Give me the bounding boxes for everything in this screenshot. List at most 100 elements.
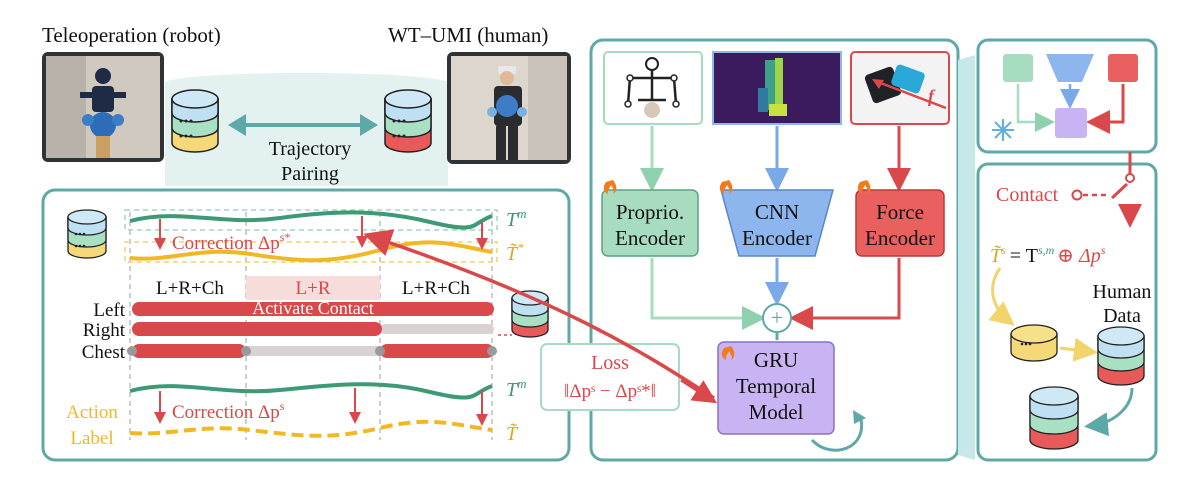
human-data-db-icon bbox=[1097, 326, 1145, 386]
right-contact-bar bbox=[132, 322, 382, 336]
sum-symbol: + bbox=[771, 305, 783, 330]
cnn-trainable-flame-icon bbox=[719, 180, 733, 194]
left-contact-bar bbox=[132, 302, 494, 316]
augmentation-panel bbox=[976, 162, 1158, 462]
force-trainable-flame-icon bbox=[857, 180, 871, 194]
right-label: Right bbox=[83, 320, 126, 341]
loss-to-gru-arrow bbox=[680, 378, 718, 404]
bottom-green-trajectory bbox=[129, 382, 493, 400]
phase-lr: L+R bbox=[296, 278, 331, 299]
eq-to-db-arrow bbox=[988, 267, 1015, 326]
chest-node-4 bbox=[487, 346, 497, 356]
loss-title: Loss bbox=[591, 352, 629, 374]
human-to-merged-arrow bbox=[1084, 387, 1134, 437]
gru-trainable-flame-icon bbox=[721, 346, 735, 360]
mini-green-arrow bbox=[1016, 84, 1055, 132]
gru-line3: Model bbox=[749, 400, 804, 424]
human-data-label-1: Human bbox=[1093, 281, 1152, 303]
pairing-double-arrow bbox=[228, 114, 378, 136]
correction-bottom-label: Correction Δps bbox=[172, 399, 285, 423]
chest-contact-bar-2 bbox=[380, 344, 494, 358]
mini-proprio-block bbox=[1003, 54, 1033, 82]
loss-box: Loss ‖Δpˢ − Δpˢ*‖ bbox=[540, 343, 680, 411]
pairing-label-2: Pairing bbox=[281, 163, 339, 185]
database-human-icon bbox=[384, 89, 432, 153]
chest-node-1 bbox=[127, 346, 137, 356]
proprio-image bbox=[603, 51, 703, 125]
trajectory-panel bbox=[41, 188, 571, 462]
frozen-policy-panel bbox=[976, 38, 1158, 154]
switch-lever bbox=[1110, 182, 1129, 200]
bottom-yellow-label: T̃ bbox=[506, 422, 519, 445]
top-yellow-trajectory bbox=[129, 240, 493, 263]
top-correction-arrows bbox=[154, 216, 488, 250]
cnn-encoder-line1: CNN bbox=[755, 200, 799, 224]
proprio-encoder-line1: Proprio. bbox=[616, 200, 684, 224]
gru-line2: Temporal bbox=[736, 374, 816, 398]
cnn-encoder: CNN Encoder bbox=[719, 180, 834, 257]
human-photo bbox=[447, 52, 571, 164]
force-symbol: f bbox=[928, 86, 936, 106]
gru-recurrence-head bbox=[853, 410, 866, 424]
sum-node bbox=[762, 303, 792, 333]
panel-connector bbox=[958, 55, 975, 460]
mini-gru-block bbox=[1055, 108, 1087, 138]
mini-red-arrow bbox=[1086, 84, 1125, 134]
bottom-correction-arrows bbox=[154, 388, 488, 426]
pairing-backdrop bbox=[165, 73, 448, 186]
phase-lrch-1: L+R+Ch bbox=[156, 278, 224, 299]
mini-cnn-block bbox=[1046, 54, 1094, 82]
tactile-heatmap-image bbox=[712, 51, 842, 125]
bottom-yellow-trajectory bbox=[129, 419, 493, 438]
proprio-trainable-flame-icon bbox=[603, 180, 617, 194]
robot-photo bbox=[42, 52, 164, 162]
gru-line1: GRU bbox=[754, 348, 798, 372]
phase-lr-band bbox=[246, 276, 380, 300]
chest-node-2 bbox=[241, 346, 251, 356]
action-label-1: Action bbox=[66, 402, 118, 423]
cnn-encoder-line2: Encoder bbox=[742, 226, 812, 250]
database-contact-icon bbox=[511, 290, 549, 338]
force-sensor-image: f bbox=[850, 51, 950, 125]
db-to-human-arrow bbox=[1059, 337, 1098, 362]
top-green-trajectory bbox=[129, 210, 493, 230]
teleop-title: Teleoperation (robot) bbox=[42, 23, 221, 47]
chest-contact-bar-1 bbox=[132, 344, 246, 358]
frozen-snowflake-icon bbox=[992, 119, 1014, 141]
pairing-label-1: Trajectory bbox=[269, 138, 352, 160]
database-panel-icon bbox=[67, 209, 107, 259]
gru-recurrence-arrow bbox=[810, 414, 864, 452]
correction-top-label: Correction Δps* bbox=[172, 230, 290, 254]
chest-inactive-bar bbox=[246, 346, 380, 356]
supervision-arrow bbox=[363, 229, 715, 400]
proprio-to-sum-arrow bbox=[650, 258, 766, 330]
proprio-encoder: Proprio. Encoder bbox=[601, 180, 699, 257]
force-encoder-line2: Encoder bbox=[865, 226, 935, 250]
chest-node-3 bbox=[375, 346, 385, 356]
switch-node bbox=[1125, 173, 1135, 183]
bottom-green-label: Tm bbox=[506, 376, 527, 401]
merged-db-icon bbox=[1029, 386, 1079, 450]
top-green-label: Tm bbox=[506, 206, 527, 231]
action-label-2: Label bbox=[70, 428, 113, 449]
left-label: Left bbox=[93, 300, 125, 321]
right-inactive-bar bbox=[380, 324, 494, 334]
force-encoder-line1: Force bbox=[876, 200, 924, 224]
activate-contact-label: Activate Contact bbox=[252, 298, 373, 318]
loss-formula: ‖Δpˢ − Δpˢ*‖ bbox=[564, 381, 656, 402]
force-encoder: Force Encoder bbox=[855, 180, 945, 257]
augmentation-equation: T̃s= Ts,m⊕ Δps bbox=[990, 243, 1106, 267]
phase-lrch-2: L+R+Ch bbox=[402, 278, 470, 299]
human-data-label-2: Data bbox=[1103, 305, 1141, 327]
contact-label: Contact bbox=[996, 184, 1059, 206]
contact-node bbox=[1071, 189, 1083, 201]
force-to-sum-arrow bbox=[789, 258, 901, 330]
chest-label: Chest bbox=[82, 342, 126, 363]
top-yellow-label: T̃* bbox=[506, 240, 524, 265]
database-robot-icon bbox=[171, 89, 219, 153]
augmented-db-icon bbox=[1010, 324, 1058, 362]
wtumi-title: WT–UMI (human) bbox=[388, 23, 548, 47]
mini-force-block bbox=[1108, 54, 1138, 82]
gru-temporal-model: GRU Temporal Model bbox=[717, 341, 835, 435]
